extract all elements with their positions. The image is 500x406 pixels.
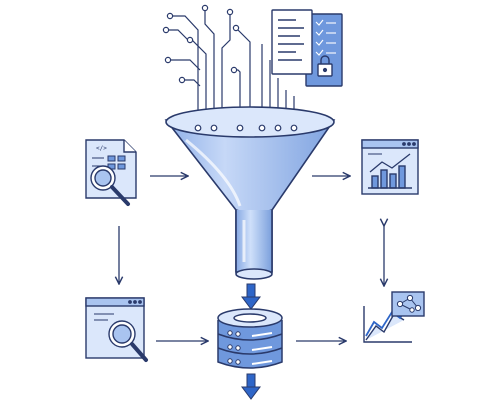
funnel-rim-nodes xyxy=(194,124,298,132)
flow-arrows xyxy=(119,176,384,341)
svg-text:</>: </> xyxy=(96,145,107,152)
database-icon xyxy=(217,308,283,369)
browser-search-icon xyxy=(85,297,148,362)
document-search-icon: </> xyxy=(85,139,137,206)
database-output-arrow xyxy=(241,373,261,400)
line-chart-network-icon xyxy=(363,291,425,343)
funnel-to-database-arrow xyxy=(241,283,261,310)
bar-chart-window-icon xyxy=(361,139,419,195)
funnel-icon xyxy=(164,106,336,280)
document-lock-icon xyxy=(271,9,343,87)
